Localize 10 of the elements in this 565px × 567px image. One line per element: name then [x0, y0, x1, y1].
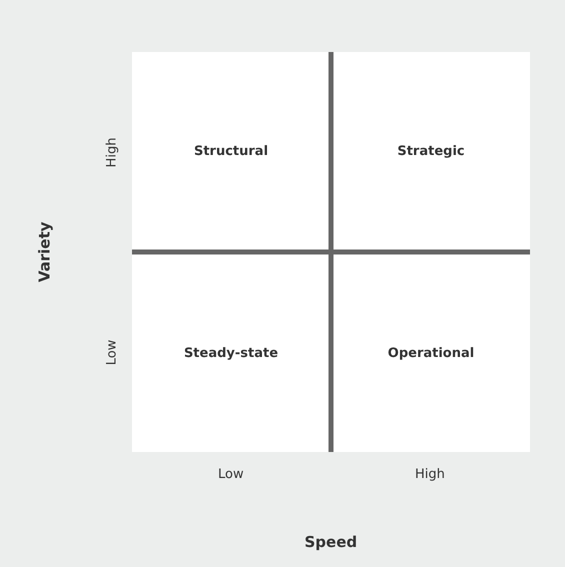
axis-tick-label: Low: [218, 466, 244, 482]
axis-title: Variety: [34, 222, 53, 282]
quadrant-label: Operational: [388, 346, 474, 360]
axis-tick-label: Low: [104, 339, 120, 365]
axis-title: Speed: [304, 533, 358, 551]
axis-tick-label: High: [415, 466, 445, 482]
quadrant-label: Strategic: [397, 144, 465, 158]
axis-tick-label: High: [104, 137, 120, 167]
quadrant-label: Steady-state: [184, 346, 278, 360]
quadrant-label: Structural: [194, 144, 268, 158]
